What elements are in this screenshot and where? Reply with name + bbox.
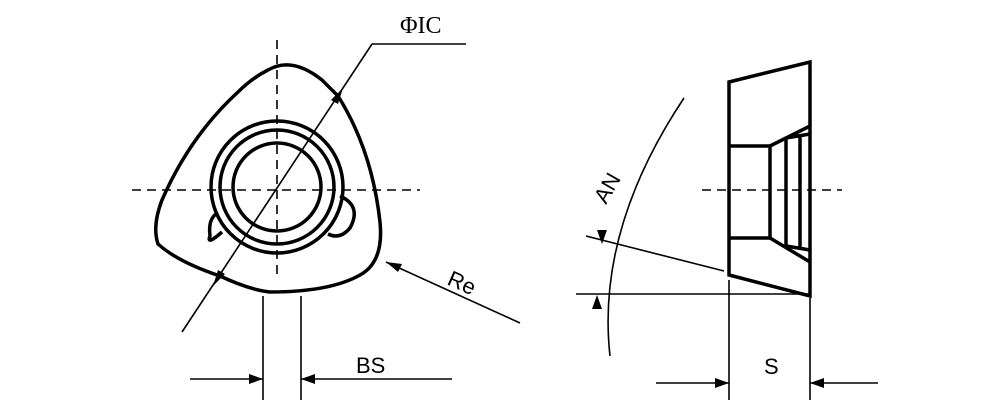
bs-arrow-left [249,374,263,384]
ic-arrow-bottom [213,270,225,286]
chip-breaker-lobe-left [207,212,224,242]
s-arrow-right [810,378,824,388]
s-arrow-left [715,378,729,388]
ic-label: ΦIC [400,13,442,39]
insert-side-outline [727,59,812,299]
s-label: S [764,354,779,379]
bs-label: BS [356,353,385,378]
an-angle-arc [607,97,685,357]
hole-counterbore-ring [218,128,336,246]
re-arrow [386,262,402,272]
hole-outer-ring [209,119,345,255]
insert-outer-outline [154,63,383,294]
an-label: AN [589,169,626,208]
chip-breaker-lobe-right [327,194,356,238]
bs-arrow-right [301,374,315,384]
an-flank-extension [585,235,725,272]
hole-profile-step-top [785,132,811,140]
side-view: AN S [576,59,878,400]
an-arrow-lower [592,295,602,309]
re-leader-line [385,261,521,324]
hole-profile-bottom-chamfer [769,236,811,264]
an-arrow-upper [597,230,607,244]
hole-inner-bore [231,141,323,233]
re-label: Re [444,266,480,300]
hole-profile-step-bottom [785,244,811,252]
ic-arrow-top [331,88,343,104]
front-view: ΦIC Re BS [132,13,521,400]
